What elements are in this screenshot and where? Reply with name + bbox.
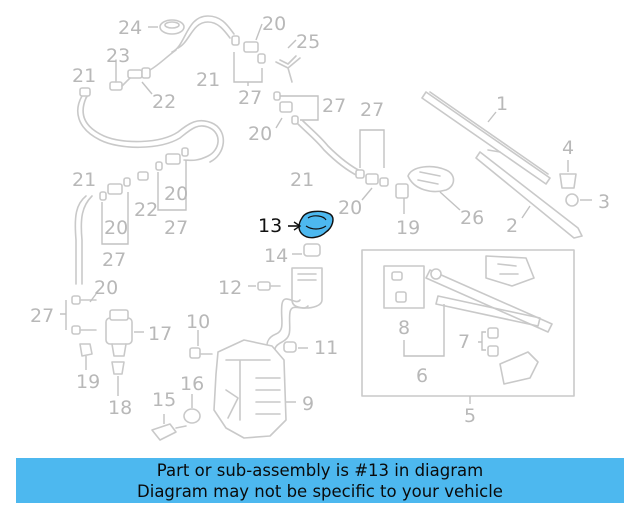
wiper-blade-part-1 [421,91,551,185]
hose-part-21-main [77,87,225,163]
nozzle-part-26 [407,165,461,211]
callout-17: 17 [148,323,172,345]
callout-27: 27 [164,217,188,239]
connector-part-19-top [395,183,409,214]
callout-19: 19 [396,217,420,239]
callout-1: 1 [496,93,508,115]
y-connector-part-25 [275,39,301,83]
callout-12: 12 [218,277,242,299]
parts-diagram: 24 23 21 21 22 20 25 27 27 20 27 1 4 3 2… [30,13,610,441]
callout-19: 19 [76,371,100,393]
callout-20: 20 [104,217,128,239]
callout-26: 26 [460,207,484,229]
callout-13-highlighted: 13 [258,215,282,237]
callout-7: 7 [458,331,470,353]
reservoir-part-9 [213,339,296,439]
banner-line-disclaimer: Diagram may not be specific to your vehi… [137,482,503,501]
callout-14: 14 [264,245,288,267]
callout-21: 21 [72,65,96,87]
callout-5: 5 [464,405,476,427]
fittings-part-7 [478,327,499,357]
callout-23: 23 [106,45,130,67]
callout-4: 4 [562,137,574,159]
seal-part-18 [111,361,125,396]
cap-part-4 [559,160,577,189]
callout-25: 25 [296,31,320,53]
callout-11: 11 [314,337,338,359]
fittings-part-20-27-pump [60,293,97,335]
bolt-part-12 [248,281,281,291]
callout-3: 3 [598,191,610,213]
callout-27: 27 [238,87,262,109]
wiper-arm-part-2 [475,149,583,239]
seal-part-14 [292,243,321,257]
filler-neck [266,267,323,355]
sensor-part-15 [151,414,187,441]
cap-part-24 [159,19,185,35]
hose-small [121,77,131,87]
callout-20: 20 [262,13,286,35]
grommet-part-16 [183,394,201,424]
callout-24: 24 [118,17,142,39]
fittings-part-20-22-27-left [99,147,189,245]
callout-27: 27 [30,305,54,327]
callout-21: 21 [196,69,220,91]
linkage-assembly [425,255,553,385]
linkage-box-part-5 [361,249,575,404]
grommet-part-19-bottom [79,343,93,370]
fittings-part-20-27-right [355,129,389,201]
pump-part-17 [105,309,144,357]
callout-21: 21 [290,169,314,191]
callout-20: 20 [164,183,188,205]
callout-22: 22 [134,199,158,221]
hose-part-21-upper [149,15,235,71]
callout-27: 27 [322,95,346,117]
callout-2: 2 [506,215,518,237]
callout-18: 18 [108,397,132,419]
banner-line-part-number: Part or sub-assembly is #13 in diagram [156,461,484,480]
callout-20: 20 [94,277,118,299]
fitting-part-22a [127,67,153,95]
callout-10: 10 [186,311,210,333]
callout-16: 16 [180,373,204,395]
callout-8: 8 [398,317,410,339]
detail-box-part-8 [383,265,445,357]
grommet-part-11 [283,341,308,353]
callout-27: 27 [360,99,384,121]
callout-22: 22 [152,91,176,113]
callout-27: 27 [102,249,126,271]
fittings-part-20-27-mid [273,91,319,129]
info-banner: Part or sub-assembly is #13 in diagram D… [16,458,624,503]
callout-20: 20 [338,197,362,219]
cap-part-13-highlighted [288,210,334,239]
fitting-part-23 [109,59,123,91]
callout-6: 6 [416,365,428,387]
bolt-part-10 [189,330,213,359]
hose-part-21-right [297,119,363,177]
callout-20: 20 [248,123,272,145]
callout-21: 21 [72,169,96,191]
nut-part-3 [565,193,592,207]
callout-15: 15 [152,389,176,411]
fittings-part-20-27-top [231,23,266,86]
callout-9: 9 [302,393,314,415]
hose-part-21-left-vertical [74,195,93,285]
